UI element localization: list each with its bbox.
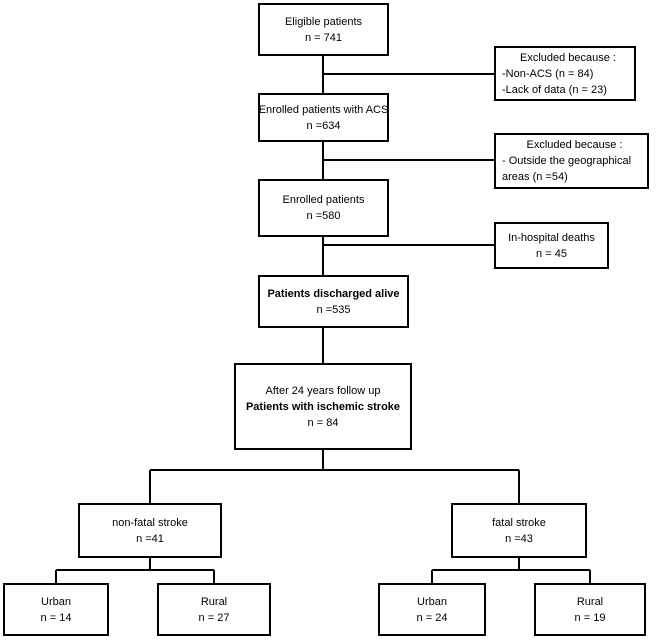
urban1-title: Urban <box>41 595 71 608</box>
followup-stroke-box: After 24 years follow up Patients with i… <box>234 363 412 450</box>
enrolled-title: Enrolled patients <box>282 194 365 206</box>
enrolled-count: n =580 <box>306 210 341 222</box>
followup-count: n = 84 <box>307 416 339 429</box>
eligible-title: Eligible patients <box>284 15 363 28</box>
rural-nonfatal-box: Rural n = 27 <box>157 583 271 636</box>
nonfatal-title: non-fatal stroke <box>112 516 188 529</box>
fatal-title: fatal stroke <box>492 516 546 529</box>
rural1-count: n = 27 <box>198 611 230 624</box>
fatal-count: n =43 <box>505 532 533 545</box>
eligible-patients-box: Eligible patients n = 741 <box>258 3 389 56</box>
discharged-title: Patients discharged alive <box>267 287 400 300</box>
enrolled-acs-box: Enrolled patients with ACS n =634 <box>258 93 389 142</box>
rural2-title: Rural <box>576 595 604 608</box>
nonfatal-count: n =41 <box>136 532 164 545</box>
urban2-title: Urban <box>417 595 447 608</box>
rural2-count: n = 19 <box>574 611 606 624</box>
followup-title: Patients with ischemic stroke <box>245 400 401 413</box>
fatal-stroke-box: fatal stroke n =43 <box>451 503 587 558</box>
deaths-count: n = 45 <box>536 247 567 260</box>
discharged-count: n =535 <box>316 303 351 316</box>
discharged-alive-box: Patients discharged alive n =535 <box>258 275 409 328</box>
eligible-count: n = 741 <box>304 31 342 44</box>
deaths-title: In-hospital deaths <box>508 231 595 244</box>
in-hospital-deaths-box: In-hospital deaths n = 45 <box>494 222 609 269</box>
enrolled-acs-title: Enrolled patients with ACS <box>258 103 389 116</box>
excluded1-line1: -Non-ACS (n = 84) <box>502 67 594 80</box>
followup-line1: After 24 years follow up <box>265 384 381 397</box>
excluded2-title: Excluded because : <box>526 139 623 151</box>
excluded-box-1: Excluded because : -Non-ACS (n = 84) -La… <box>494 46 636 101</box>
excluded2-line1: - Outside the geographical <box>502 155 632 167</box>
rural1-title: Rural <box>200 595 228 608</box>
non-fatal-stroke-box: non-fatal stroke n =41 <box>78 503 222 558</box>
urban1-count: n = 14 <box>40 611 72 624</box>
excluded1-title: Excluded because : <box>519 51 616 64</box>
enrolled-acs-count: n =634 <box>306 119 341 132</box>
excluded-box-2: Excluded because : - Outside the geograp… <box>494 133 649 189</box>
urban2-count: n = 24 <box>416 611 448 624</box>
urban-nonfatal-box: Urban n = 14 <box>3 583 109 636</box>
excluded1-line2: -Lack of data (n = 23) <box>502 83 607 96</box>
rural-fatal-box: Rural n = 19 <box>534 583 646 636</box>
enrolled-patients-box: Enrolled patients n =580 <box>258 179 389 237</box>
urban-fatal-box: Urban n = 24 <box>378 583 486 636</box>
excluded2-line2: areas (n =54) <box>502 171 568 183</box>
